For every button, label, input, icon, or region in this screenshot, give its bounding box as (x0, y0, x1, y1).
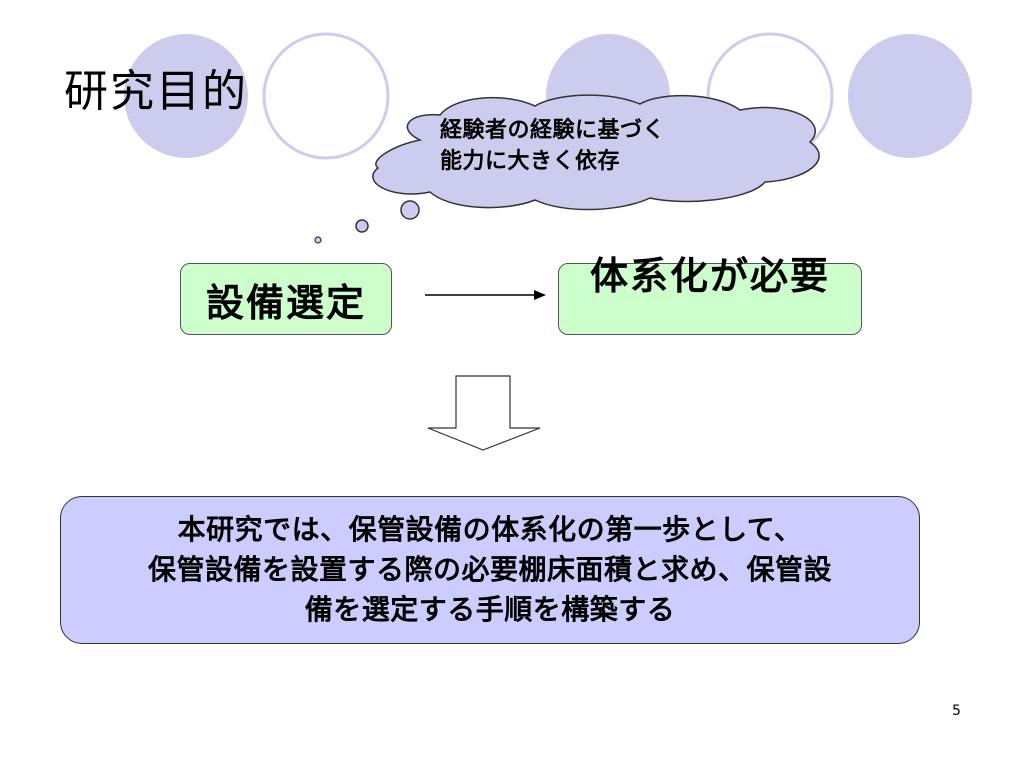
decorative-circle-filled-3 (848, 34, 972, 158)
summary-line: 備を選定する手順を構築する (304, 593, 676, 626)
equipment-selection-box: 設備選定 (180, 263, 392, 335)
thought-dot-large (400, 200, 420, 220)
research-summary-text: 本研究では、保管設備の体系化の第一歩として、 保管設備を設置する際の必要棚床面積… (148, 510, 832, 630)
decorative-circle-outline-1 (262, 32, 390, 160)
decorative-circle-filled-1 (124, 34, 248, 158)
arrow-right-head (534, 290, 546, 300)
summary-line: 本研究では、保管設備の体系化の第一歩として、 (177, 513, 803, 546)
thought-dot-medium (355, 219, 369, 233)
thought-bubble-text: 経験者の経験に基づく 能力に大きく依存 (440, 115, 740, 177)
thought-dot-small (314, 236, 322, 244)
research-summary-box: 本研究では、保管設備の体系化の第一歩として、 保管設備を設置する際の必要棚床面積… (60, 496, 920, 644)
thought-line: 経験者の経験に基づく (440, 118, 666, 143)
systematization-needed-label: 体系化が必要 (590, 254, 831, 298)
page-number: 5 (952, 703, 961, 719)
thought-cloud-shape (372, 94, 820, 211)
equipment-selection-label: 設備選定 (205, 280, 366, 325)
slide-title: 研究目的 (64, 66, 248, 117)
systematization-needed-box: 体系化が必要 (558, 254, 862, 335)
down-arrow-outline (427, 375, 541, 451)
summary-line: 保管設備を設置する際の必要棚床面積と求め、保管設 (147, 553, 832, 586)
thought-line: 能力に大きく依存 (440, 149, 621, 174)
